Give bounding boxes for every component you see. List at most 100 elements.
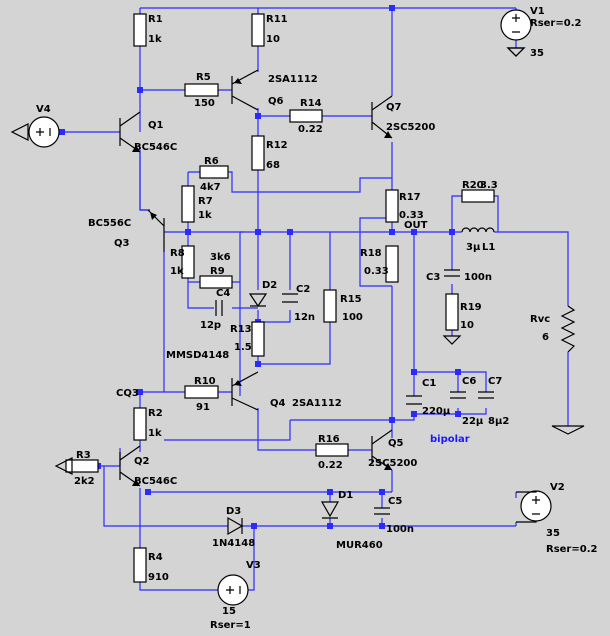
svg-text:3.3: 3.3 (480, 180, 498, 191)
resistor-r13: R13 1.5 (230, 321, 265, 357)
svg-text:R7: R7 (198, 196, 213, 207)
capacitor-c5: C5 100n (374, 496, 414, 535)
svg-text:R6: R6 (204, 156, 219, 167)
svg-text:C4: C4 (216, 288, 230, 299)
resistor-r6: R6 4k7 (199, 156, 229, 193)
svg-text:220µ: 220µ (422, 406, 451, 417)
svg-text:100: 100 (342, 312, 363, 323)
svg-text:0.33: 0.33 (399, 210, 424, 221)
svg-text:0.22: 0.22 (298, 124, 323, 135)
transistor-q6: 2SA1112 Q6 (231, 69, 318, 111)
svg-text:R2: R2 (148, 408, 163, 419)
svg-text:150: 150 (194, 98, 215, 109)
svg-text:R4: R4 (148, 552, 163, 563)
svg-text:Rser=1: Rser=1 (210, 620, 251, 631)
svg-text:2SA1112: 2SA1112 (292, 398, 342, 409)
resistor-r11: R11 10 (251, 13, 288, 47)
resistor-r7: R7 1k (181, 185, 213, 223)
svg-text:3µ: 3µ (466, 242, 481, 253)
transistor-q1: Q1 BC546C (119, 111, 177, 153)
svg-text:R1: R1 (148, 14, 163, 25)
resistor-r12: R12 68 (251, 135, 288, 171)
svg-text:Q2: Q2 (134, 456, 150, 467)
resistor-r15: R15 100 (323, 289, 363, 323)
svg-text:0.33: 0.33 (364, 266, 389, 277)
diode-d3: D3 1N4148 (212, 506, 255, 549)
resistor-r9: R9 3k6 (199, 252, 233, 289)
svg-text:6: 6 (542, 332, 549, 343)
svg-text:V4: V4 (36, 104, 51, 115)
svg-text:91: 91 (196, 402, 210, 413)
svg-text:MUR460: MUR460 (336, 540, 383, 551)
svg-text:BC546C: BC546C (134, 142, 177, 153)
capacitor-c4: C4 12p (200, 288, 230, 331)
resistor-r16: R16 0.22 (315, 434, 349, 471)
svg-text:35: 35 (530, 48, 544, 59)
svg-text:D2: D2 (262, 280, 277, 291)
svg-text:R18: R18 (360, 248, 382, 259)
ground-symbols (10, 47, 585, 475)
svg-text:35: 35 (546, 528, 560, 539)
svg-text:C6: C6 (462, 376, 476, 387)
resistor-r20: R20 3.3 (461, 180, 498, 203)
svg-text:1k: 1k (170, 266, 184, 277)
annotation-bipolar: bipolar (430, 434, 470, 445)
resistor-r5: R5 150 (184, 72, 219, 109)
svg-text:C1: C1 (422, 378, 436, 389)
voltage-source-v2: V2 35 Rser=0.2 (516, 482, 598, 555)
svg-text:R14: R14 (300, 98, 322, 109)
capacitor-c3: C3 100n (426, 269, 492, 283)
svg-text:910: 910 (148, 572, 169, 583)
svg-text:3k6: 3k6 (210, 252, 231, 263)
svg-text:100n: 100n (464, 272, 492, 283)
svg-text:Rser=0.2: Rser=0.2 (546, 544, 598, 555)
resistor-rvc: Rvc 6 (530, 305, 576, 353)
svg-text:1k: 1k (148, 34, 162, 45)
capacitor-c2: C2 12n (282, 284, 315, 323)
svg-text:0.22: 0.22 (318, 460, 343, 471)
svg-text:R8: R8 (170, 248, 185, 259)
svg-text:100n: 100n (386, 524, 414, 535)
svg-text:V2: V2 (550, 482, 565, 493)
inductor-l1: 3µ L1 (461, 227, 495, 253)
capacitor-c1: C1 220µ (406, 378, 451, 417)
transistor-q7: Q7 2SC5200 (371, 95, 435, 139)
svg-text:2k2: 2k2 (74, 476, 95, 487)
transistor-q5: Q5 2SC5200 (368, 429, 417, 471)
svg-text:C2: C2 (296, 284, 310, 295)
svg-text:10: 10 (460, 320, 474, 331)
svg-text:2SA1112: 2SA1112 (268, 74, 318, 85)
svg-text:BC546C: BC546C (134, 476, 177, 487)
svg-text:10: 10 (266, 34, 280, 45)
transistor-q4: Q4 2SA1112 (231, 371, 342, 411)
svg-text:Q3: Q3 (114, 238, 130, 249)
svg-text:68: 68 (266, 160, 280, 171)
svg-text:R13: R13 (230, 324, 252, 335)
svg-text:1.5: 1.5 (234, 342, 252, 353)
svg-text:R10: R10 (194, 376, 216, 387)
resistor-r4: R4 910 (133, 547, 169, 583)
resistor-r8: R8 1k (170, 245, 195, 279)
svg-text:R15: R15 (340, 294, 362, 305)
svg-text:12p: 12p (200, 320, 221, 331)
svg-text:1N4148: 1N4148 (212, 538, 255, 549)
svg-text:L1: L1 (482, 242, 495, 253)
resistor-r17: R17 0.33 (385, 189, 424, 223)
svg-text:MMSD4148: MMSD4148 (166, 350, 229, 361)
svg-text:R3: R3 (76, 450, 91, 461)
svg-text:1k: 1k (148, 428, 162, 439)
svg-text:Rser=0.2: Rser=0.2 (530, 18, 582, 29)
transistor-q2: Q2 BC546C (119, 445, 177, 487)
svg-text:Q5: Q5 (388, 438, 404, 449)
svg-text:C5: C5 (388, 496, 402, 507)
voltage-source-v3: V3 15 Rser=1 (210, 560, 261, 631)
svg-text:R16: R16 (318, 434, 340, 445)
diode-d2: D2 MMSD4148 (166, 280, 277, 361)
capacitor-c7: C7 8µ2 (478, 376, 509, 427)
svg-text:4k7: 4k7 (200, 182, 221, 193)
svg-text:R5: R5 (196, 72, 211, 83)
svg-text:R9: R9 (210, 266, 225, 277)
svg-text:D3: D3 (226, 506, 241, 517)
wires (62, 7, 569, 591)
